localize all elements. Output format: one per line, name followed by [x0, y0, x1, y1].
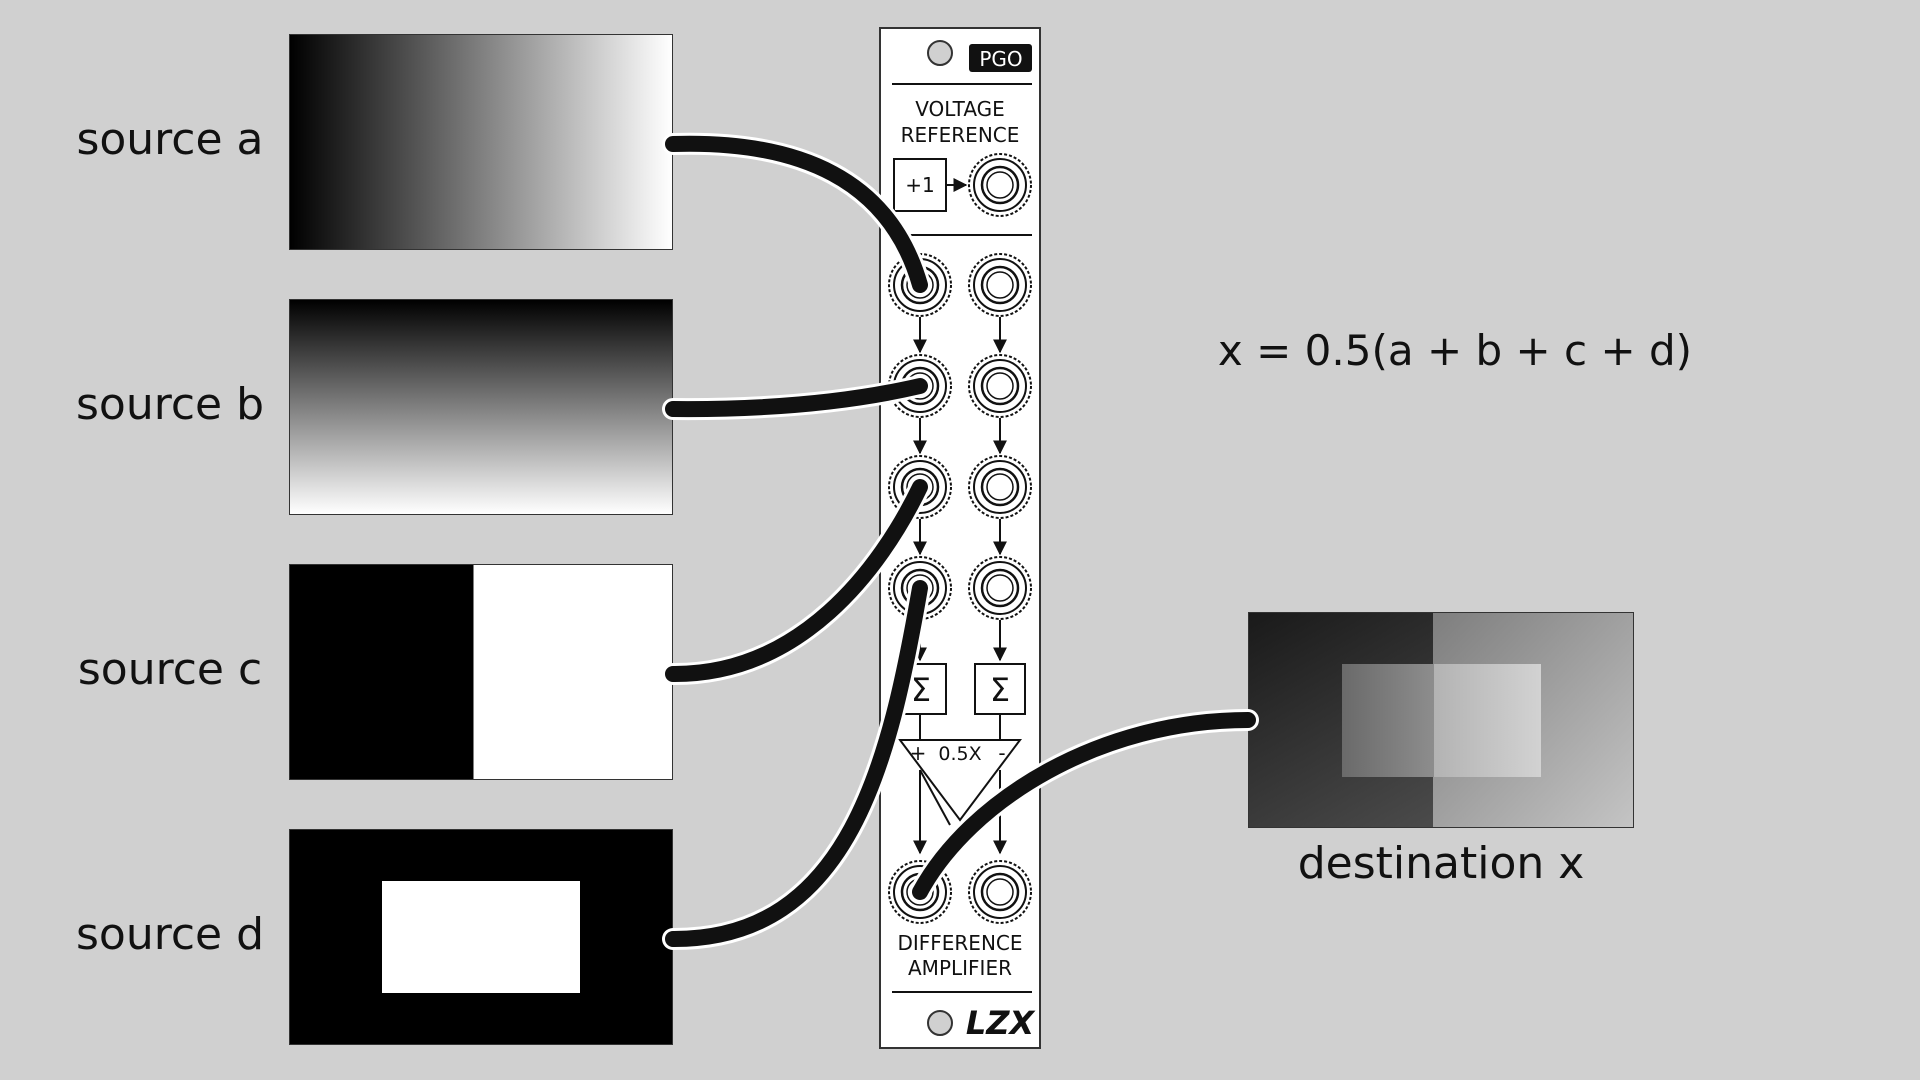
- brand-badge-text: PGO: [979, 47, 1022, 71]
- source-a-image: [289, 34, 673, 250]
- cable-source-d: [665, 580, 928, 948]
- plus-one-box: [893, 158, 947, 212]
- source-a-label: source a: [76, 114, 264, 165]
- source-c-label: source c: [77, 644, 263, 695]
- cable-destination: [912, 712, 1256, 900]
- section-top-line2: REFERENCE: [901, 123, 1020, 147]
- amp-gain-label: 0.5X: [938, 743, 981, 765]
- source-d-image: [289, 829, 673, 1045]
- destination-image: [1248, 612, 1634, 828]
- destination-inner-right: [1434, 664, 1541, 777]
- amp-plus-sign: +: [910, 741, 927, 765]
- source-b-image: [289, 299, 673, 515]
- amp-cross-line: [919, 769, 951, 826]
- source-b-label: source b: [75, 379, 265, 430]
- source-c-image: [289, 564, 673, 780]
- sum-symbol-right: Σ: [990, 671, 1010, 709]
- output-jack-right[interactable]: [967, 859, 1033, 925]
- patch-cables: [662, 132, 1259, 951]
- cable-source-b: [665, 378, 928, 418]
- destination-inner-left: [1342, 664, 1434, 777]
- input-jack-2-right[interactable]: [967, 353, 1033, 419]
- brand-badge: [969, 44, 1032, 72]
- source-d-inner-rect: [382, 881, 580, 993]
- lzx-logo: LZX: [966, 1004, 1036, 1042]
- sum-symbol-left: Σ: [911, 671, 931, 709]
- input-jack-4-right[interactable]: [967, 555, 1033, 621]
- section-bottom-line1: DIFFERENCE: [897, 931, 1022, 955]
- amp-minus-sign: -: [998, 741, 1005, 765]
- input-jack-3-right[interactable]: [967, 454, 1033, 520]
- destination-label: destination x: [1297, 838, 1585, 889]
- difference-amplifier-symbol: [898, 739, 1022, 822]
- cable-source-c: [665, 479, 928, 683]
- plus-one-text: +1: [905, 173, 934, 197]
- formula-text: x = 0.5(a + b + c + d): [1217, 326, 1693, 375]
- reference-output-jack[interactable]: [967, 152, 1033, 218]
- section-bottom-line2: AMPLIFIER: [908, 956, 1012, 980]
- cable-source-a: [665, 135, 928, 293]
- input-jack-1-right[interactable]: [967, 252, 1033, 318]
- section-top-line1: VOLTAGE: [915, 97, 1005, 121]
- panel-screw-bottom: [927, 1010, 953, 1036]
- panel-screw-top: [927, 40, 953, 66]
- source-d-label: source d: [75, 909, 265, 960]
